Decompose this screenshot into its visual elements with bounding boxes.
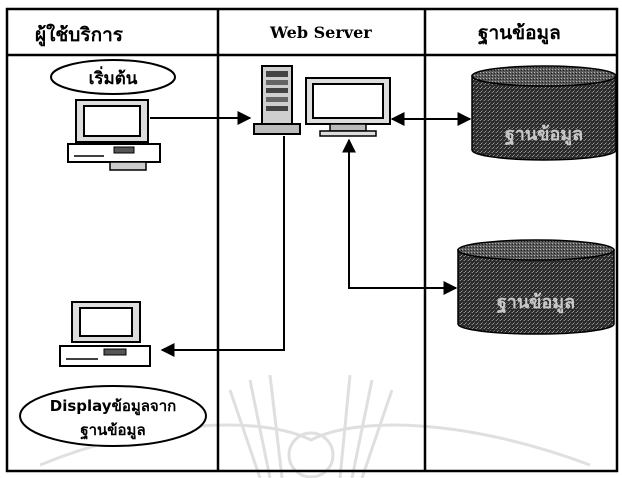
server-tower-icon [253,65,301,135]
column-header-database: ฐานข้อมูล [478,22,561,46]
column-header-server: Web Server [269,23,372,42]
database-cylinder-icon: ฐานข้อมูล [457,239,615,335]
start-node: เริ่มต้น [50,59,176,95]
start-label: เริ่มต้น [89,66,138,89]
arrow-monitor-database-bottom [342,138,458,295]
display-label-line1: Displayข้อมูลจาก [50,397,176,416]
display-node: Displayข้อมูลจาก ฐานข้อมูล [19,385,207,447]
display-label-line2: ฐานข้อมูล [80,421,145,440]
database-cylinder-icon: ฐานข้อมูล [471,65,617,161]
desktop-computer-icon [59,301,151,367]
desktop-computer-icon [67,99,161,171]
arrow-server-to-display [160,136,285,357]
database-bottom-label: ฐานข้อมูล [497,292,575,314]
column-header-user: ผู้ใช้บริการ [35,23,124,47]
diagram-frame [5,7,619,473]
connectors [150,111,472,357]
database-top-label: ฐานข้อมูล [505,124,583,146]
monitor-icon [305,77,391,137]
